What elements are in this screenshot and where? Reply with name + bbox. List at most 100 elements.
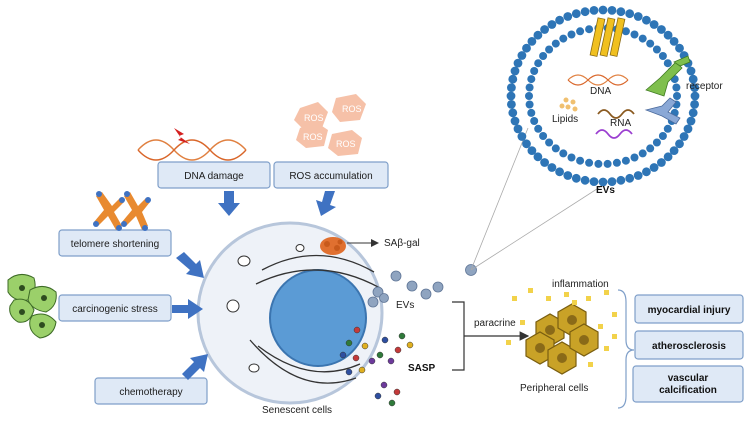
peripheral-cell-cores	[535, 315, 589, 363]
membrane-bead	[616, 7, 626, 17]
membrane-bead	[616, 175, 626, 185]
transmembrane-protein-icon	[589, 17, 626, 57]
membrane-bead	[547, 163, 557, 172]
membrane-bead	[669, 146, 679, 156]
membrane-bead	[638, 34, 647, 43]
outcome-label-line: calcification	[659, 385, 717, 396]
nucleus	[269, 269, 367, 367]
ev-membrane-outer	[506, 5, 700, 187]
intracellular-vesicle	[226, 299, 240, 313]
outcome-box-myocardial-injury	[634, 294, 744, 324]
membrane-bead	[690, 91, 700, 101]
intracellular-vesicle	[237, 255, 251, 267]
membrane-bead	[576, 156, 585, 165]
membrane-bead	[589, 5, 599, 15]
evs-label: EVs	[396, 300, 414, 311]
membrane-bead	[555, 167, 564, 177]
membrane-bead	[603, 159, 612, 168]
membrane-bead	[638, 149, 647, 158]
membrane-bead	[621, 156, 630, 165]
outcome-box-atherosclerosis	[634, 330, 744, 360]
membrane-bead	[551, 39, 560, 48]
membrane-bead	[571, 173, 581, 183]
membrane-bead	[673, 92, 681, 100]
lipids-icon	[559, 97, 578, 112]
membrane-bead	[533, 152, 543, 162]
dna-label: DNA	[590, 86, 611, 97]
carcinogenic-stress-box	[58, 294, 172, 322]
membrane-bead	[683, 124, 693, 134]
ros-tag: ROS	[303, 132, 323, 142]
dna-damage-box	[157, 161, 271, 189]
membrane-bead	[510, 116, 520, 126]
membrane-bead	[525, 83, 534, 92]
ros-tag: ROS	[336, 139, 356, 149]
membrane-bead	[594, 159, 603, 168]
tumor-cells-icon	[7, 274, 57, 339]
membrane-bead	[690, 83, 699, 92]
membrane-bead	[649, 163, 659, 172]
membrane-bead	[540, 158, 549, 167]
membrane-bead	[598, 177, 608, 187]
membrane-bead	[657, 158, 666, 167]
sa-beta-gal-label: SAβ-gal	[384, 238, 420, 249]
membrane-bead	[688, 108, 698, 118]
membrane-bead	[576, 27, 585, 36]
membrane-bead	[527, 37, 537, 46]
membrane-bead	[540, 25, 549, 34]
membrane-bead	[630, 153, 639, 162]
membrane-bead	[567, 153, 576, 162]
membrane-bead	[513, 124, 523, 134]
membrane-bead	[589, 177, 599, 187]
ros-tag: ROS	[342, 104, 362, 114]
membrane-bead	[545, 45, 554, 54]
membrane-bead	[663, 152, 673, 162]
membrane-bead	[539, 52, 548, 60]
membrane-bead	[507, 83, 516, 92]
membrane-bead	[630, 30, 639, 39]
membrane-bead	[642, 167, 651, 177]
membrane-bead	[669, 37, 679, 46]
outcome-label: atherosclerosis	[652, 341, 726, 352]
membrane-bead	[545, 138, 554, 147]
membrane-bead	[571, 9, 581, 19]
membrane-bead	[534, 59, 543, 68]
outcome-label-line: vascular	[668, 373, 709, 384]
chromosome-icon	[94, 192, 150, 230]
membrane-bead	[580, 7, 590, 17]
rna-brown-icon	[597, 109, 635, 119]
tumor-cell-nuclei	[19, 285, 47, 328]
membrane-bead	[658, 52, 667, 60]
membrane-bead	[517, 132, 527, 141]
membrane-bead	[525, 100, 534, 109]
endoplasmic-reticulum	[255, 269, 381, 289]
inflammation-label: inflammation	[552, 279, 609, 290]
membrane-bead	[567, 30, 576, 39]
membrane-bead	[646, 144, 655, 153]
intracellular-vesicle	[295, 244, 305, 252]
membrane-bead	[506, 91, 516, 101]
peripheral-cells-label: Peripheral cells	[520, 383, 588, 394]
membrane-bead	[508, 74, 518, 84]
membrane-bead	[612, 158, 621, 167]
membrane-bead	[507, 100, 516, 109]
sasp-label: SASP	[408, 363, 436, 374]
membrane-bead	[559, 34, 568, 43]
membrane-bead	[527, 75, 536, 84]
membrane-bead	[534, 124, 543, 133]
ev-title: EVs	[596, 185, 615, 196]
membrane-bead	[530, 117, 539, 125]
outcome-brace	[617, 289, 635, 409]
membrane-bead	[527, 108, 536, 117]
membrane-bead	[585, 25, 594, 34]
intracellular-vesicle	[248, 363, 260, 373]
membrane-bead	[563, 171, 573, 180]
ros-cluster	[294, 94, 366, 156]
carcinogenic-stress-label: carcinogenic stress	[72, 304, 158, 315]
telomere-caps	[93, 191, 151, 231]
membrane-bead	[633, 12, 643, 21]
ros-accumulation-box	[273, 161, 389, 189]
membrane-bead	[686, 66, 696, 76]
telomere-shortening-box	[58, 229, 172, 257]
lipids-label: Lipids	[552, 114, 578, 125]
